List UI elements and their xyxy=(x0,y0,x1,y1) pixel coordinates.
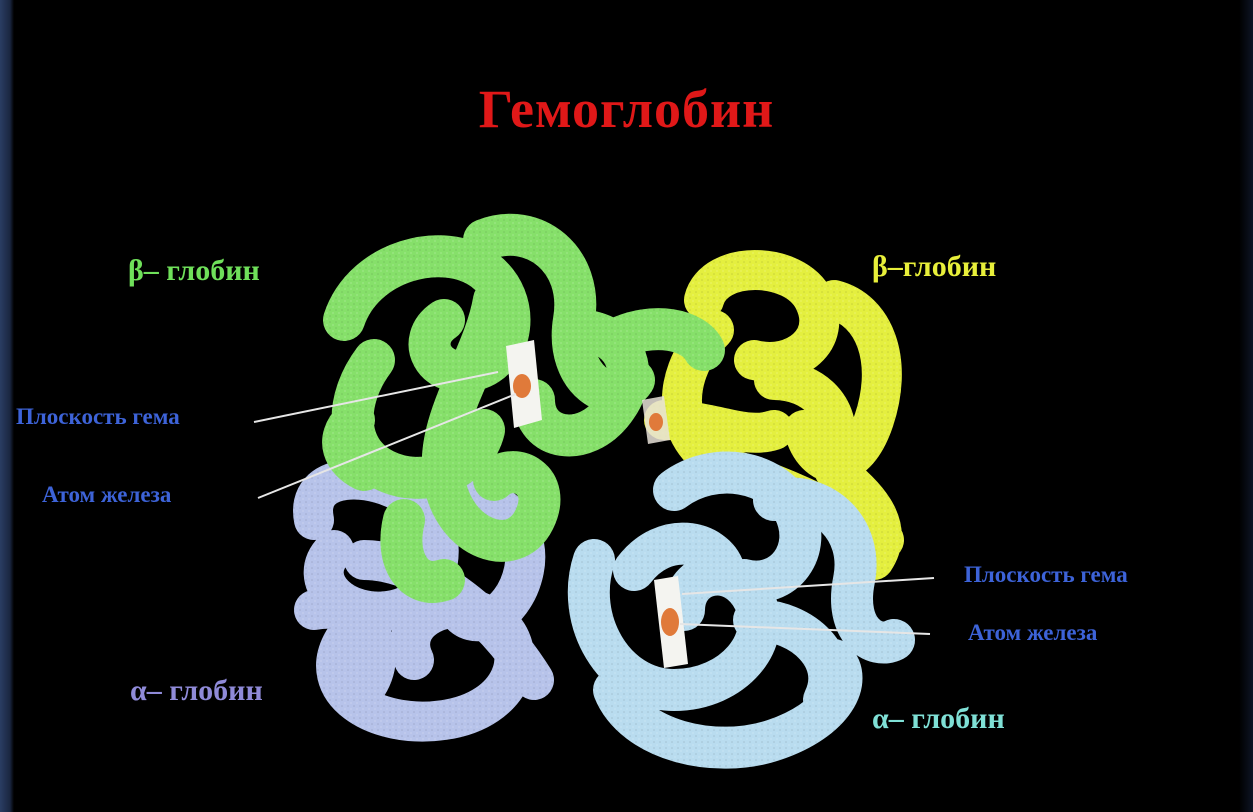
label-heme-plane-right: Плоскость гема xyxy=(964,562,1128,588)
label-alpha-globin-right: α– глобин xyxy=(872,702,1005,736)
label-alpha-globin-left: α– глобин xyxy=(130,674,263,708)
label-iron-atom-right: Атом железа xyxy=(968,620,1097,646)
label-beta-globin-left: β– глобин xyxy=(128,254,260,288)
heme-group-beta-left xyxy=(506,340,542,428)
iron-atom-alpha-right xyxy=(661,608,679,636)
label-beta-globin-right: β–глобин xyxy=(872,250,996,284)
label-iron-atom-left: Атом железа xyxy=(42,482,171,508)
label-heme-plane-left: Плоскость гема xyxy=(16,404,180,430)
alpha-globin-right-subunit xyxy=(589,473,894,748)
hemoglobin-figure: Гемоглобин xyxy=(14,0,1239,812)
